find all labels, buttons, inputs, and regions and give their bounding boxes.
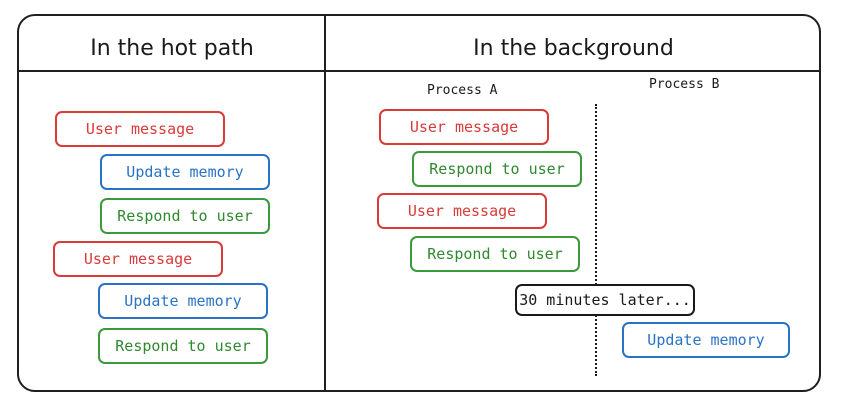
- time-gap-note: 30 minutes later...: [515, 284, 695, 316]
- left-update-memory-box: Update memory: [100, 154, 270, 190]
- right-respond-to-user-box: Respond to user: [412, 151, 582, 187]
- column-divider: [324, 16, 326, 392]
- process-separator-line: [595, 104, 597, 376]
- left-column-title: In the hot path: [90, 36, 254, 61]
- left-respond-to-user-box: Respond to user: [100, 198, 270, 234]
- left-respond-to-user-box: Respond to user: [98, 328, 268, 364]
- right-respond-to-user-box: Respond to user: [410, 236, 580, 272]
- right-user-message-box: User message: [379, 109, 549, 145]
- process-b-label: Process B: [649, 77, 720, 92]
- diagram-frame: [17, 14, 821, 392]
- process-a-label: Process A: [427, 83, 498, 98]
- left-user-message-box: User message: [53, 241, 223, 277]
- right-update-memory-box: Update memory: [622, 322, 790, 358]
- right-user-message-box: User message: [377, 193, 547, 229]
- left-update-memory-box: Update memory: [98, 283, 268, 319]
- header-divider: [18, 70, 821, 72]
- left-user-message-box: User message: [55, 111, 225, 147]
- right-column-title: In the background: [473, 36, 674, 61]
